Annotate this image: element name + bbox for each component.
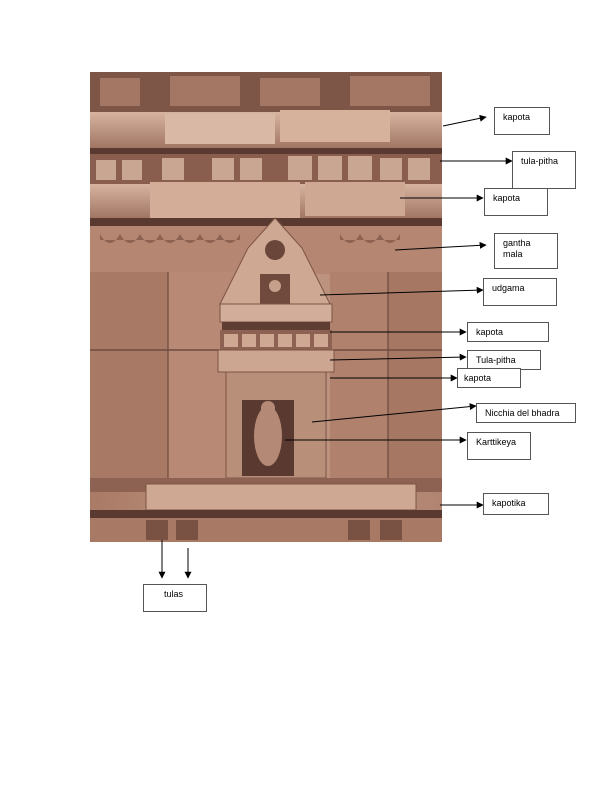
label-kapota-second: kapota xyxy=(484,188,548,216)
label-kapota-top: kapota xyxy=(494,107,550,135)
label-text: Nicchia del bhadra xyxy=(485,408,560,418)
label-kapota-shrine: kapota xyxy=(467,322,549,342)
label-text: kapota xyxy=(503,112,531,122)
label-text: kapota xyxy=(464,373,492,383)
arrow-gantha-mala xyxy=(394,241,487,251)
label-tulas: tulas xyxy=(143,584,207,612)
arrow-tula-pitha-2 xyxy=(329,353,467,361)
arrow-kapota-1 xyxy=(442,114,487,127)
label-text: kapotika xyxy=(492,498,526,508)
label-udgama: udgama xyxy=(483,278,557,306)
label-text: Tula-pitha xyxy=(476,355,516,365)
label-text: udgama xyxy=(492,283,525,293)
label-kapotika: kapotika xyxy=(483,493,549,515)
arrow-udgama xyxy=(319,286,484,296)
label-gantha-mala: gantha mala xyxy=(494,233,558,269)
label-text-line-1: gantha xyxy=(503,238,531,248)
label-tula-pitha-shrine: Tula-pitha xyxy=(467,350,541,370)
label-text: kapota xyxy=(476,327,504,337)
temple-wall-photo xyxy=(90,72,442,542)
temple-wall-illustration xyxy=(90,72,442,542)
arrow-nicchia xyxy=(311,403,477,423)
label-text: Karttikeya xyxy=(476,437,517,447)
label-tula-pitha-upper: tula-pitha xyxy=(512,151,576,189)
label-text: kapota xyxy=(493,193,521,203)
label-karttikeya: Karttikeya xyxy=(467,432,531,460)
label-kapota-lower: kapota xyxy=(457,368,521,388)
label-text-line-2: mala xyxy=(503,249,523,259)
label-text: tulas xyxy=(164,589,184,599)
label-nicchia-del-bhadra: Nicchia del bhadra xyxy=(476,403,576,423)
label-text: tula-pitha xyxy=(521,156,559,166)
